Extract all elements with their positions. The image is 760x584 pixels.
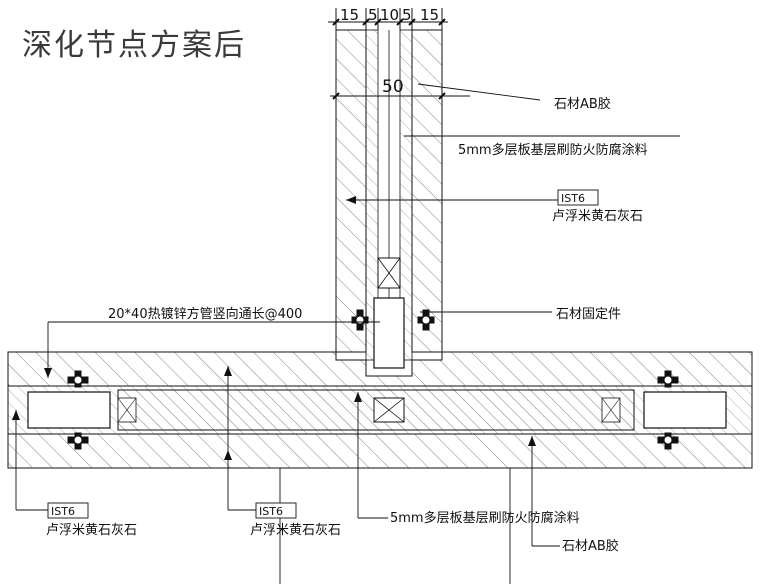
label-stone-fixing: 石材固定件 — [556, 307, 621, 322]
stone-fixing-clips — [67, 309, 679, 450]
tag-box-left — [47, 502, 89, 519]
dim-15-left: 15 — [340, 6, 359, 24]
dim-50: 50 — [382, 77, 404, 97]
label-stone-ab-glue-bottom: 石材AB胶 — [562, 538, 619, 554]
label-plywood-bottom: 5mm多层板基层刷防火防腐涂料 — [390, 510, 580, 526]
label-steel-tube: 20*40热镀锌方管竖向通长@400 — [108, 306, 302, 322]
vertical-wall — [335, 29, 443, 369]
label-plywood-top: 5mm多层板基层刷防火防腐涂料 — [458, 142, 648, 158]
label-stone-name-mid: 卢浮米黄石灰石 — [250, 522, 341, 538]
dim-5-right: 5 — [402, 6, 412, 24]
horizontal-wall — [7, 351, 753, 469]
label-ist6-mid: IST6 — [259, 505, 283, 518]
top-dimension-chain — [328, 8, 448, 30]
label-stone-name-top: 卢浮米黄石灰石 — [552, 208, 643, 224]
leader-lines — [15, 83, 680, 584]
label-ist6-left: IST6 — [51, 505, 75, 518]
dim-15-right: 15 — [420, 6, 439, 24]
dim-5-left: 5 — [368, 6, 378, 24]
leader-arrowheads — [12, 196, 536, 460]
label-stone-ab-glue-top: 石材AB胶 — [554, 96, 611, 112]
drawing-title: 深化节点方案后 — [22, 28, 246, 63]
dim-10: 10 — [380, 6, 399, 24]
label-ist6-top: IST6 — [561, 192, 585, 205]
tag-box-mid — [255, 502, 297, 519]
tag-box-top — [557, 189, 599, 206]
label-stone-name-left: 卢浮米黄石灰石 — [46, 522, 137, 538]
